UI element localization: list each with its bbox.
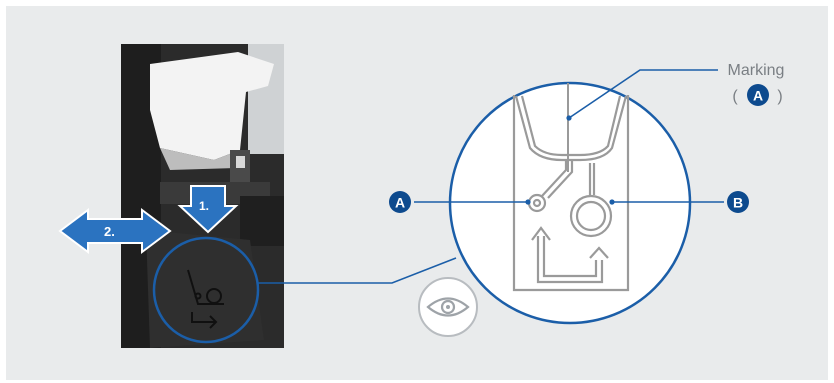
callout-b-dot — [609, 199, 614, 204]
callout-a-letter: A — [395, 195, 405, 211]
zoom-connector-line — [258, 258, 456, 283]
step-2-label: 2. — [104, 224, 115, 239]
marking-letter: A — [753, 88, 763, 104]
step-1-label: 1. — [199, 199, 209, 213]
eye-icon — [419, 278, 477, 336]
marking-dot — [566, 115, 571, 120]
marking-paren-close: ) — [777, 88, 782, 105]
marking-label: Marking — [728, 62, 785, 79]
callout-a-dot — [525, 199, 530, 204]
callout-b-letter: B — [733, 195, 743, 211]
marking-paren-open: ( — [732, 88, 738, 105]
